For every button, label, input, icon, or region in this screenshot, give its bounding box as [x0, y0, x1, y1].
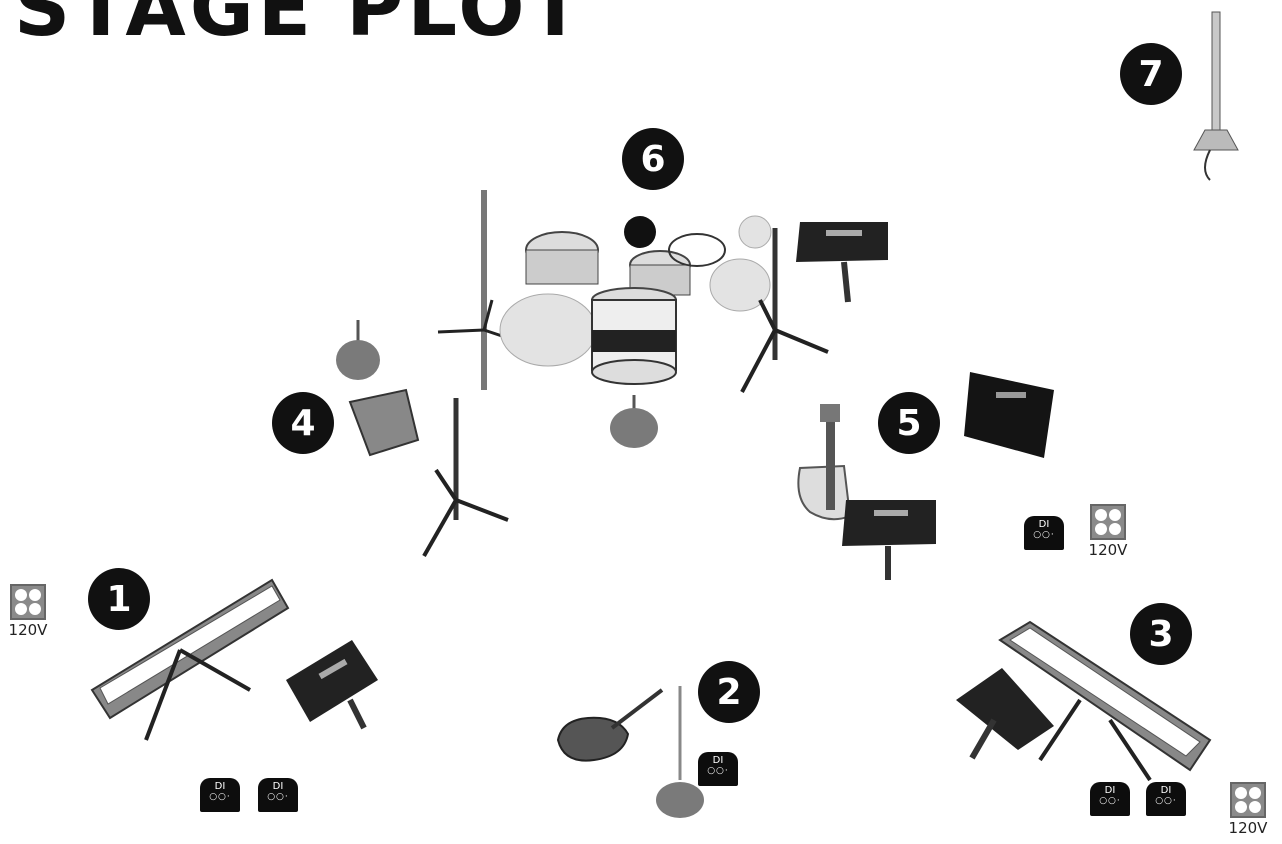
di-box: DI○○·	[258, 778, 298, 812]
di-box: DI○○·	[200, 778, 240, 812]
di-label: DI	[1146, 785, 1186, 796]
di-label: DI	[1024, 519, 1064, 530]
outlet-icon	[1090, 504, 1126, 540]
di-label: DI	[698, 755, 738, 766]
di-label: DI	[200, 781, 240, 792]
position-badge-2: 2	[698, 661, 760, 723]
outlet-icon	[10, 584, 46, 620]
di-box: DI○○·	[1146, 782, 1186, 816]
di-label: DI	[258, 781, 298, 792]
bass-guitar-icon	[798, 404, 850, 519]
position-badge-7: 7	[1120, 43, 1182, 105]
outlet-voltage-label: 120V	[1084, 541, 1132, 559]
monitor-wedge-icon	[796, 222, 888, 302]
outlet-voltage-label: 120V	[1224, 819, 1272, 837]
position-badge-1: 1	[88, 568, 150, 630]
di-box: DI○○·	[698, 752, 738, 786]
power-outlet-right-bottom: 120V	[1224, 782, 1272, 837]
position-badge-4: 4	[272, 392, 334, 454]
outlet-icon	[1230, 782, 1266, 818]
mic-stand-icon	[424, 398, 508, 556]
monitor-wedge-icon	[286, 640, 378, 728]
drum-kit-icon	[438, 190, 828, 392]
di-box: DI○○·	[1024, 516, 1064, 550]
mic-stand-icon	[656, 686, 704, 818]
position-badge-5: 5	[878, 392, 940, 454]
violin-icon	[558, 690, 662, 761]
percussion-amp-icon	[350, 390, 418, 455]
di-label: DI	[1090, 785, 1130, 796]
di-box: DI○○·	[1090, 782, 1130, 816]
position-badge-6: 6	[622, 128, 684, 190]
power-outlet-right-mid: 120V	[1084, 504, 1132, 559]
monitor-wedge-icon	[842, 500, 936, 580]
outlet-voltage-label: 120V	[4, 621, 52, 639]
trumpet-icon	[1194, 12, 1238, 180]
bass-amp-icon	[964, 372, 1054, 458]
power-outlet-left: 120V	[4, 584, 52, 639]
position-badge-3: 3	[1130, 603, 1192, 665]
monitor-wedge-icon	[956, 668, 1054, 758]
